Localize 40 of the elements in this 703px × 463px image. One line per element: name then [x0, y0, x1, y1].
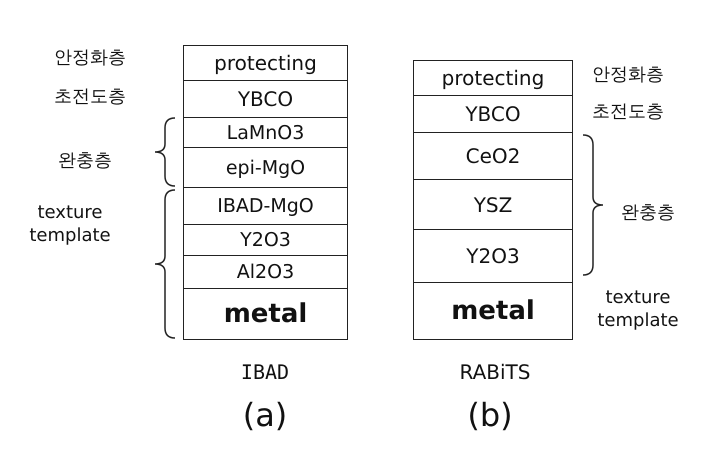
- layer-label: 초전도층: [591, 101, 665, 124]
- stack-title: RABiTS: [458, 360, 532, 385]
- layer-name: Y2O3: [466, 244, 520, 268]
- layer-label: 완충층: [57, 150, 113, 172]
- layer-name: Y2O3: [240, 229, 291, 251]
- layer-label: 완충층: [620, 202, 676, 224]
- layer-name: YSZ: [474, 192, 512, 216]
- layer-box: [183, 224, 348, 256]
- layer-name: metal: [224, 299, 308, 329]
- layer-box: [183, 255, 348, 289]
- layer-label: texture template: [596, 287, 680, 332]
- layer-box: [413, 179, 573, 230]
- layer-label: 초전도층: [53, 86, 127, 108]
- layer-box: [183, 45, 348, 81]
- layer-name: CeO2: [466, 144, 520, 168]
- panel-label: (b): [466, 395, 514, 435]
- layer-box: [183, 288, 348, 340]
- layer-label: texture template: [28, 202, 112, 247]
- layer-box: [413, 132, 573, 180]
- layer-name: IBAD-MgO: [217, 195, 314, 217]
- layer-box: [183, 117, 348, 148]
- layer-box: [183, 147, 348, 188]
- layer-box: [413, 95, 573, 133]
- panel-label: (a): [242, 395, 288, 435]
- layer-name: LaMnO3: [226, 122, 304, 144]
- layer-box: [413, 60, 573, 96]
- layer-box: [183, 187, 348, 225]
- layer-name: YBCO: [465, 102, 521, 126]
- stack-title: IBAD: [240, 360, 290, 385]
- layer-name: epi-MgO: [226, 156, 306, 178]
- layer-box: [413, 282, 573, 340]
- layer-box: [183, 80, 348, 118]
- layer-name: metal: [451, 296, 535, 326]
- layer-label: 안정화층: [53, 47, 127, 70]
- layer-box: [413, 229, 573, 283]
- layer-name: protecting: [214, 51, 317, 75]
- layer-name: YBCO: [238, 87, 294, 111]
- layer-label: 안정화층: [591, 64, 665, 86]
- layer-name: Al2O3: [236, 261, 294, 283]
- layer-name: protecting: [442, 66, 544, 90]
